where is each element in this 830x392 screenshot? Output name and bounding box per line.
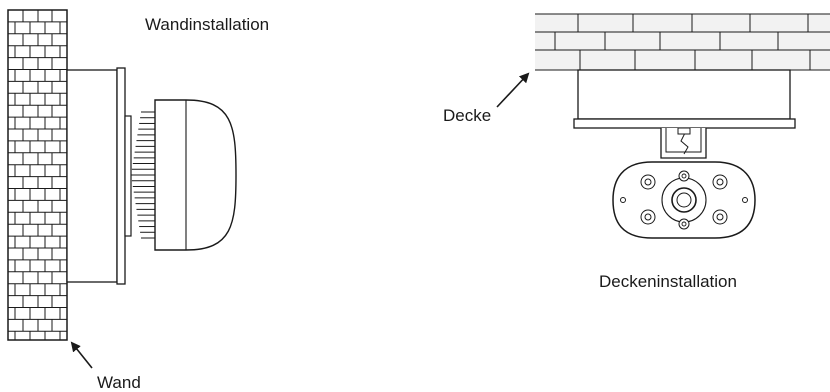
ceiling-pointer-arrow: [496, 72, 530, 108]
wall-installation-label: Wandinstallation: [145, 15, 269, 34]
wall-installation-illustration: [7, 9, 237, 369]
brick-wall: [7, 9, 68, 341]
ceiling-installation-illustration: [496, 13, 830, 239]
ceiling-mount-base: [573, 69, 796, 129]
wall-pointer-arrow: [70, 341, 93, 369]
wall-lamp-profile: [124, 99, 237, 251]
wall-mount-base: [66, 67, 126, 285]
ceiling-label: Decke: [443, 106, 491, 125]
wall-label: Wand: [97, 373, 141, 392]
ceiling-installation-label: Deckeninstallation: [599, 272, 737, 291]
ceiling-bricks: [535, 13, 830, 71]
ceiling-lamp-front: [612, 161, 756, 239]
mounting-bracket: [660, 127, 707, 159]
